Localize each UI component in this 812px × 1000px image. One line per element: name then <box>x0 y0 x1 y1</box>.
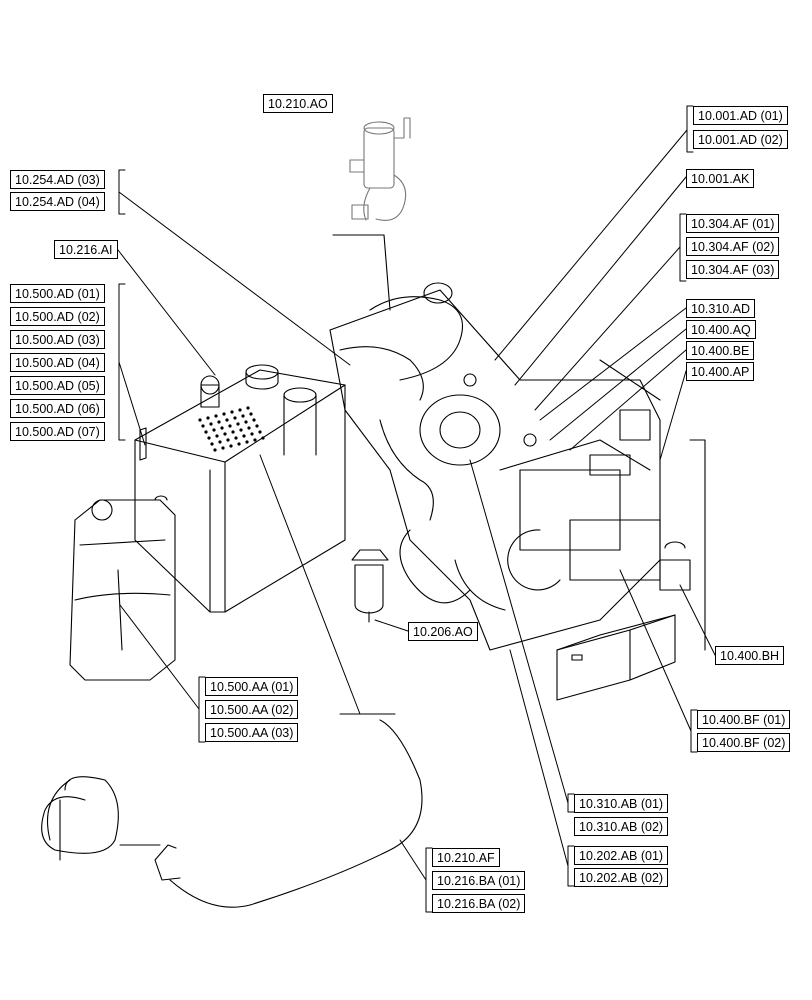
callout-10-202-ab-02[interactable]: 10.202.AB (02) <box>574 868 669 887</box>
plate-hole <box>214 414 218 418</box>
callout-10-500-ad-04[interactable]: 10.500.AD (04) <box>10 353 105 372</box>
plate-hole <box>238 408 242 412</box>
plate-hole <box>253 438 257 442</box>
callout-10-216-ai[interactable]: 10.216.AI <box>54 240 118 259</box>
callout-10-210-ao-top[interactable]: 10.210.AO <box>263 94 333 113</box>
callout-10-202-ab-01[interactable]: 10.202.AB (01) <box>574 846 669 865</box>
plate-hole <box>252 418 256 422</box>
callout-10-254-ad-04[interactable]: 10.254.AD (04) <box>10 192 105 211</box>
callout-10-001-ad-02[interactable]: 10.001.AD (02) <box>693 130 788 149</box>
plate-hole <box>242 434 246 438</box>
callout-10-216-ba-01[interactable]: 10.216.BA (01) <box>432 871 526 890</box>
plate-hole <box>233 416 237 420</box>
callout-10-210-af[interactable]: 10.210.AF <box>432 848 500 867</box>
callout-10-500-ad-07[interactable]: 10.500.AD (07) <box>10 422 105 441</box>
plate-hole <box>261 436 265 440</box>
fuel-hose-illustration <box>41 719 423 908</box>
plate-hole <box>234 436 238 440</box>
coolant-reservoir-illustration <box>69 495 176 681</box>
plate-hole <box>213 448 217 452</box>
plate-hole <box>198 418 202 422</box>
plate-hole <box>239 428 243 432</box>
plate-hole <box>226 438 230 442</box>
plate-hole <box>236 422 240 426</box>
plate-hole <box>231 430 235 434</box>
plate-hole <box>244 420 248 424</box>
callout-10-304-af-03[interactable]: 10.304.AF (03) <box>686 260 780 279</box>
fuel-filter-top-illustration <box>349 117 411 221</box>
callout-10-400-be[interactable]: 10.400.BE <box>686 341 755 360</box>
plate-hole <box>225 418 229 422</box>
plate-hole <box>255 424 259 428</box>
callout-10-216-ba-02[interactable]: 10.216.BA (02) <box>432 894 526 913</box>
callout-10-500-ad-05[interactable]: 10.500.AD (05) <box>10 376 105 395</box>
plate-hole <box>249 412 253 416</box>
plate-hole <box>217 420 221 424</box>
plate-hole <box>204 430 208 434</box>
relay-box-illustration <box>659 439 706 651</box>
leader-lines <box>117 105 716 913</box>
plate-hole <box>247 426 251 430</box>
callout-10-400-bh[interactable]: 10.400.BH <box>715 646 785 665</box>
callout-10-001-ak[interactable]: 10.001.AK <box>686 169 755 188</box>
plate-hole <box>246 406 250 410</box>
callout-10-304-af-01[interactable]: 10.304.AF (01) <box>686 214 780 233</box>
fuel-tank-illustration <box>134 364 346 613</box>
plate-hole <box>212 428 216 432</box>
plate-hole <box>229 444 233 448</box>
top-break-line <box>332 234 391 311</box>
plate-hole <box>228 424 232 428</box>
plate-hole <box>250 432 254 436</box>
plate-hole <box>230 410 234 414</box>
callout-10-500-aa-01[interactable]: 10.500.AA (01) <box>205 677 299 696</box>
fuel-filter-illustration <box>351 549 389 623</box>
callout-10-500-ad-03[interactable]: 10.500.AD (03) <box>10 330 105 349</box>
plate-hole <box>220 426 224 430</box>
plate-hole <box>223 432 227 436</box>
callout-10-400-bf-02[interactable]: 10.400.BF (02) <box>697 733 791 752</box>
plate-hole <box>209 422 213 426</box>
callout-10-400-ap[interactable]: 10.400.AP <box>686 362 755 381</box>
callout-10-310-ad[interactable]: 10.310.AD <box>686 299 756 318</box>
plate-hole <box>221 446 225 450</box>
callout-10-304-af-02[interactable]: 10.304.AF (02) <box>686 237 780 256</box>
callout-10-400-bf-01[interactable]: 10.400.BF (01) <box>697 710 791 729</box>
callout-10-500-ad-02[interactable]: 10.500.AD (02) <box>10 307 105 326</box>
plate-hole <box>245 440 249 444</box>
callout-10-400-aq[interactable]: 10.400.AQ <box>686 320 756 339</box>
callout-10-310-ab-02[interactable]: 10.310.AB (02) <box>574 817 669 836</box>
callout-10-500-ad-06[interactable]: 10.500.AD (06) <box>10 399 105 418</box>
engine-block-illustration <box>329 282 661 651</box>
callout-10-500-ad-01[interactable]: 10.500.AD (01) <box>10 284 105 303</box>
plate-hole <box>206 416 210 420</box>
callout-10-254-ad-03[interactable]: 10.254.AD (03) <box>10 170 105 189</box>
plate-hole <box>222 412 226 416</box>
plate-hole <box>201 424 205 428</box>
battery-illustration <box>556 614 676 701</box>
callout-10-001-ad-01[interactable]: 10.001.AD (01) <box>693 106 788 125</box>
plate-hole <box>207 436 211 440</box>
plate-hole <box>241 414 245 418</box>
callout-10-500-aa-03[interactable]: 10.500.AA (03) <box>205 723 299 742</box>
plate-hole <box>210 442 214 446</box>
callout-10-310-ab-01[interactable]: 10.310.AB (01) <box>574 794 669 813</box>
plate-hole <box>218 440 222 444</box>
plate-hole <box>258 430 262 434</box>
tank-grid-plate <box>198 406 265 452</box>
plate-hole <box>215 434 219 438</box>
callout-10-500-aa-02[interactable]: 10.500.AA (02) <box>205 700 299 719</box>
plate-hole <box>237 442 241 446</box>
callout-10-206-ao[interactable]: 10.206.AO <box>408 622 478 641</box>
